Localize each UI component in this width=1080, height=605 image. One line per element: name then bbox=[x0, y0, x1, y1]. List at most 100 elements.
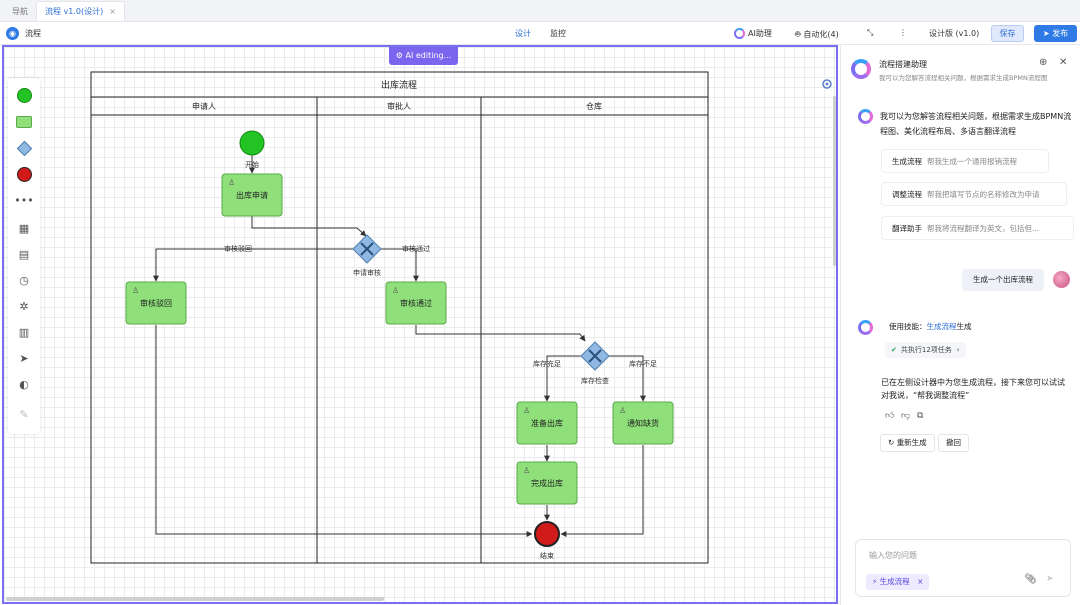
attachment-icon[interactable]: 📎︎ bbox=[1024, 574, 1037, 585]
gateway-review[interactable] bbox=[352, 234, 382, 264]
end-event[interactable] bbox=[534, 521, 560, 547]
task-reject[interactable]: ♙ 审核驳回 bbox=[125, 281, 187, 325]
skill-name[interactable]: 生成流程 bbox=[926, 322, 957, 331]
wand-icon: ⚡︎ bbox=[872, 577, 878, 586]
pool[interactable] bbox=[90, 71, 709, 564]
thumbs-up-icon[interactable]: 👍︎ bbox=[885, 411, 895, 421]
assistant-subtitle: 我可以为您解答流程相关问题，根据需求生成BPMN流程图 bbox=[879, 74, 1048, 82]
chat-input[interactable]: 输入您的问题 ⚡︎ 生成流程 × 📎︎ ➤ bbox=[855, 539, 1071, 597]
start-event-tool-icon[interactable] bbox=[15, 86, 33, 104]
document-icon[interactable]: ▤ bbox=[18, 247, 30, 261]
close-panel-icon[interactable]: ✕ bbox=[1059, 57, 1068, 68]
layout-icon[interactable]: ▥ bbox=[18, 325, 30, 339]
app-header: ◉ 流程 设计 监控 AI助理 🤖︎ 自动化(4) ⤡ ⋮ 设计版 (v1.0)… bbox=[0, 22, 1080, 45]
edge-label-passed: 审核通过 bbox=[402, 244, 430, 253]
vertical-scrollbar[interactable] bbox=[833, 96, 836, 266]
save-button[interactable]: 保存 bbox=[991, 25, 1024, 42]
ai-editing-badge: ⚙︎ AI editing... bbox=[389, 47, 458, 65]
undo-button[interactable]: 撤回 bbox=[938, 434, 969, 452]
skill-line: 使用技能：生成流程生成 bbox=[889, 321, 972, 332]
pin-icon: ⤡ bbox=[867, 28, 874, 37]
more-button[interactable]: ⋮ bbox=[899, 28, 907, 37]
gateway-tool-icon[interactable] bbox=[15, 139, 33, 157]
task-prepare[interactable]: ♙ 准备出库 bbox=[516, 401, 578, 445]
tab-nav[interactable]: 导航 bbox=[4, 1, 36, 21]
start-event[interactable] bbox=[239, 130, 265, 156]
tab-strip: 导航 流程 v1.0(设计) × bbox=[0, 0, 1080, 22]
user-task-tool-icon[interactable] bbox=[15, 113, 33, 131]
skill-chip[interactable]: ⚡︎ 生成流程 × bbox=[866, 574, 930, 590]
chevron-right-icon: › bbox=[956, 346, 960, 354]
regenerate-label: 重新生成 bbox=[896, 438, 927, 447]
horizontal-scrollbar[interactable] bbox=[6, 597, 384, 601]
bug-icon[interactable]: ✲ bbox=[19, 299, 29, 313]
copy-icon[interactable]: ⧉ bbox=[917, 411, 924, 421]
suggestion-generate[interactable]: 生成流程 帮我生成一个通用报销流程 bbox=[881, 149, 1049, 173]
tasks-label: 共执行12项任务 bbox=[900, 346, 952, 354]
robot-icon: ⚙︎ bbox=[395, 51, 403, 60]
task-complete[interactable]: ♙ 完成出库 bbox=[516, 461, 578, 505]
chat-input-placeholder: 输入您的问题 bbox=[869, 551, 917, 560]
canvas-settings-icon[interactable] bbox=[822, 79, 832, 89]
suggestion-key: 翻译助手 bbox=[892, 223, 922, 233]
avatar bbox=[1053, 271, 1070, 288]
task-label: 准备出库 bbox=[531, 418, 563, 428]
pin-button[interactable]: ⤡ bbox=[867, 28, 873, 38]
regenerate-button[interactable]: ↻ 重新生成 bbox=[880, 434, 935, 452]
chip-close-icon[interactable]: × bbox=[917, 577, 924, 586]
version-select[interactable]: 设计版 (v1.0) bbox=[929, 29, 980, 38]
end-event-label: 结束 bbox=[540, 551, 554, 560]
pool-title: 出库流程 bbox=[381, 79, 417, 91]
tab-design[interactable]: 设计 bbox=[515, 29, 531, 38]
suggestion-text: 帮我生成一个通用报销流程 bbox=[927, 156, 1017, 166]
gateway-stock[interactable] bbox=[580, 341, 610, 371]
user-task-icon: ♙ bbox=[523, 406, 530, 415]
palette-icon[interactable]: ◐ bbox=[19, 377, 29, 391]
tasks-summary[interactable]: ✔共执行12项任务› bbox=[885, 342, 966, 358]
task-apply[interactable]: ♙ 出库申请 bbox=[221, 173, 283, 217]
end-event-tool-icon[interactable] bbox=[15, 165, 33, 183]
skill-suffix: 生成 bbox=[956, 322, 972, 331]
start-event-label: 开始 bbox=[245, 160, 259, 169]
publish-label: 发布 bbox=[1052, 29, 1069, 38]
wand-icon[interactable]: ✎ bbox=[19, 407, 29, 421]
assistant-avatar-icon bbox=[858, 320, 873, 335]
edge-label-stock-low: 库存不足 bbox=[629, 359, 657, 368]
ai-assistant-icon bbox=[734, 28, 745, 39]
thumbs-down-icon[interactable]: 👎︎ bbox=[901, 411, 911, 421]
user-task-icon: ♙ bbox=[619, 406, 626, 415]
edge-label-rejected: 审核驳回 bbox=[224, 244, 252, 253]
timer-icon[interactable]: ◷ bbox=[19, 273, 29, 287]
skill-chip-label: 生成流程 bbox=[879, 577, 910, 586]
task-label: 审核通过 bbox=[400, 298, 432, 308]
app-logo-icon: ◉ bbox=[6, 27, 19, 40]
suggestion-key: 生成流程 bbox=[892, 156, 922, 166]
more-tools-icon[interactable]: ••• bbox=[14, 193, 34, 207]
user-task-icon: ♙ bbox=[132, 286, 139, 295]
assistant-logo-icon bbox=[851, 59, 871, 79]
assistant-avatar-icon bbox=[858, 109, 873, 124]
close-icon[interactable]: × bbox=[109, 7, 116, 16]
ai-assistant-button[interactable]: AI助理 bbox=[734, 28, 772, 39]
tab-nav-label: 导航 bbox=[12, 6, 28, 16]
tab-process[interactable]: 流程 v1.0(设计) × bbox=[36, 1, 125, 21]
tab-monitor[interactable]: 监控 bbox=[550, 29, 566, 38]
publish-button[interactable]: ➤ 发布 bbox=[1034, 25, 1077, 42]
suggestion-translate[interactable]: 翻译助手 帮我将流程翻译为英文，包括但... bbox=[881, 216, 1074, 240]
automation-button[interactable]: 🤖︎ 自动化(4) bbox=[795, 28, 839, 41]
task-notify[interactable]: ♙ 通知缺货 bbox=[612, 401, 674, 445]
suggestion-key: 调整流程 bbox=[892, 189, 922, 199]
task-approve[interactable]: ♙ 审核通过 bbox=[385, 281, 447, 325]
navigate-icon[interactable]: ➤ bbox=[19, 351, 29, 365]
send-icon[interactable]: ➤ bbox=[1046, 574, 1054, 584]
assistant-intro: 我可以为您解答流程相关问题，根据需求生成BPMN流程图、美化流程布局、多语言翻译… bbox=[880, 112, 1072, 136]
suggestion-adjust[interactable]: 调整流程 帮我把填写节点的名称修改为申请 bbox=[881, 182, 1067, 206]
gateway-review-label: 申请审核 bbox=[353, 268, 381, 277]
ai-assistant-label: AI助理 bbox=[748, 29, 772, 38]
page-title: 流程 bbox=[25, 29, 41, 38]
table-icon[interactable]: ▦ bbox=[18, 221, 30, 235]
gateway-stock-label: 库存检查 bbox=[581, 376, 609, 385]
new-chat-icon[interactable]: ⊕ bbox=[1039, 57, 1048, 68]
user-message: 生成一个出库流程 bbox=[962, 269, 1044, 291]
